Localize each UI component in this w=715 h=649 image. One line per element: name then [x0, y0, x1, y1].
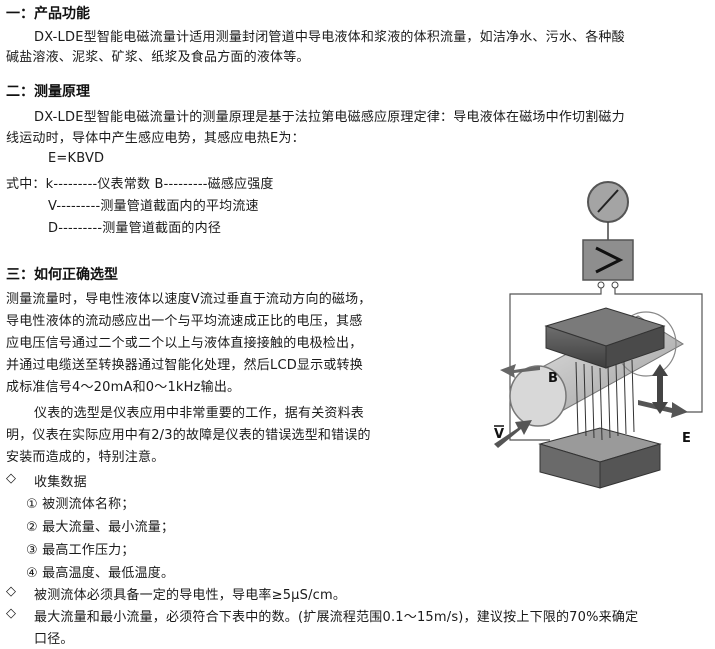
bullet-text-1: 收集数据	[34, 475, 87, 490]
section-3-line-2: 导电性液体的流动感应出一个与平均流速成正比的电压，其感	[6, 314, 363, 329]
section-2-line-2: 线运动时，导体中产生感应电势，其感应电热E为：	[6, 131, 305, 146]
section-3-heading: 三：如何正确选型	[6, 267, 118, 283]
section-1-line-2: 碱盐溶液、泥浆、矿浆、纸浆及食品方面的液体等。	[6, 50, 310, 65]
label-v: V	[494, 427, 504, 442]
section-2-heading: 二：测量原理	[6, 84, 90, 100]
bullet-mark-2: ◇	[6, 584, 17, 599]
section-1-line-1: DX-LDE型智能电磁流量计适用测量封闭管道中导电液体和浆液的体积流量，如洁净水…	[34, 30, 625, 45]
magnetic-field-lines	[575, 359, 635, 441]
sub-item-4: ④ 最高温度、最低温度。	[26, 566, 175, 581]
bullet-text-2: 被测流体必须具备一定的导电性，导电率≥5μS/cm。	[34, 588, 347, 603]
sub-item-3: ③ 最高工作压力；	[26, 543, 135, 558]
bullet-mark-1: ◇	[6, 471, 17, 486]
bullet-text-3: 最大流量和最小流量，必须符合下表中的数。(扩展流程范围0.1～15m/s)，建议…	[34, 610, 639, 625]
section-3-line-3: 应电压信号通过二个或二个以上与液体直接接触的电极检出，	[6, 336, 363, 351]
label-e: E	[682, 431, 691, 446]
sub-item-2: ② 最大流量、最小流量；	[26, 520, 175, 535]
field-arrow-b-icon	[500, 364, 540, 378]
definition-k-b: 式中：k---------仪表常数 B---------磁感应强度	[6, 177, 274, 192]
flow-arrow-icon	[494, 420, 532, 448]
definition-v: V---------测量管道截面内的平均流速	[48, 199, 259, 214]
flowmeter-principle-diagram: B V E	[494, 181, 703, 489]
bullet-mark-3: ◇	[6, 606, 17, 621]
converter-box	[582, 239, 634, 289]
magnet-bottom	[538, 427, 662, 489]
vertical-double-arrow-icon	[652, 364, 668, 414]
section-3-line-7: 明，仪表在实际应用中有2/3的故障是仪表的错误选型和错误的	[6, 428, 371, 443]
magnet-top	[544, 307, 666, 369]
section-2-line-1: DX-LDE型智能电磁流量计的测量原理是基于法拉第电磁感应原理定律：导电液体在磁…	[34, 110, 625, 125]
section-1-heading: 一：产品功能	[6, 6, 90, 22]
section-3-line-6: 仪表的选型是仪表应用中非常重要的工作，据有关资料表	[34, 406, 365, 421]
definition-d: D---------测量管道截面的内径	[48, 221, 222, 236]
section-3-line-1: 测量流量时，导电性液体以速度V流过垂直于流动方向的磁场，	[6, 292, 372, 307]
section-3-line-4: 并通过电缆送至转换器通过智能化处理，然后LCD显示或转换	[6, 358, 363, 373]
label-b: B	[548, 371, 558, 386]
sub-item-1: ① 被测流体名称；	[26, 497, 135, 512]
section-3-line-8: 安装而造成的，特别注意。	[6, 450, 165, 465]
bullet-text-3-continuation: 口径。	[34, 632, 74, 647]
formula: E=KBVD	[48, 151, 105, 166]
gauge-icon	[587, 181, 629, 240]
section-3-line-5: 成标准信号4～20mA和0～1kHz输出。	[6, 380, 241, 395]
signal-wires	[509, 288, 703, 441]
